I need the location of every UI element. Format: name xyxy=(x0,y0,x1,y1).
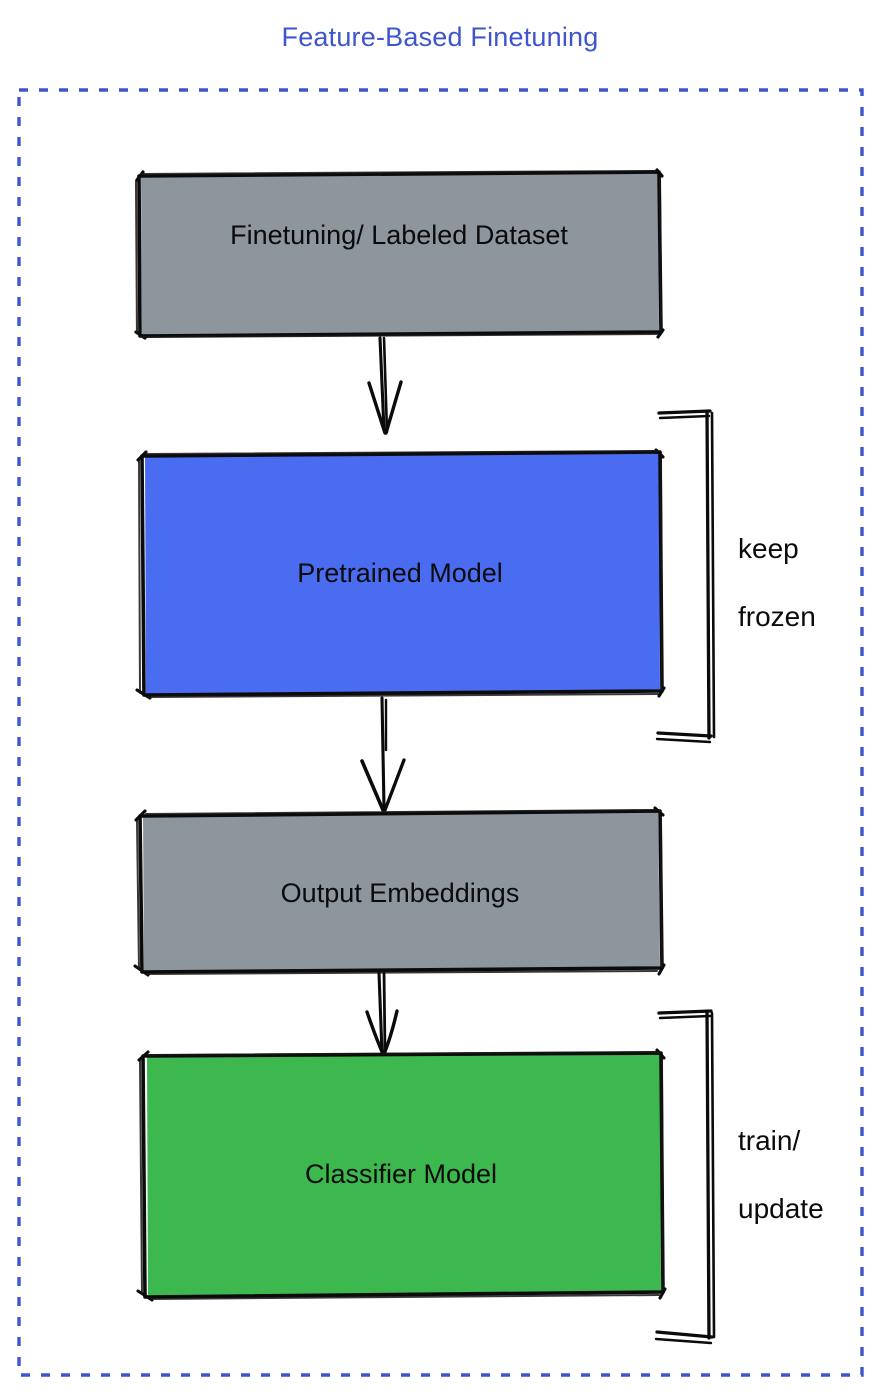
node-dataset-fill xyxy=(141,173,659,335)
bracket-keep-frozen xyxy=(655,409,716,744)
arrow-embeddings-to-classifier xyxy=(365,970,399,1056)
node-label-pretrained-model: Pretrained Model xyxy=(297,558,503,588)
node-classifier-outline-c xyxy=(139,1051,664,1300)
outer-dashed-frame xyxy=(17,88,864,1377)
annotation-train-update-line1: train/ xyxy=(738,1125,801,1156)
arrow-dataset-to-pretrained xyxy=(367,336,403,435)
node-classifier-fill xyxy=(147,1054,661,1296)
node-label-dataset: Finetuning/ Labeled Dataset xyxy=(230,220,568,250)
node-pretrained-fill xyxy=(145,453,660,694)
annotation-train-update: train/ update xyxy=(738,1090,824,1260)
page-title: Feature-Based Finetuning xyxy=(281,22,599,52)
node-classifier-outline-b xyxy=(136,1048,667,1302)
node-dataset-outline-b xyxy=(134,168,665,340)
arrow-pretrained-to-embeddings xyxy=(360,696,406,812)
node-classifier-model[interactable] xyxy=(136,1048,667,1302)
node-label-output-embeddings: Output Embeddings xyxy=(280,878,520,908)
node-pretrained-outline-b xyxy=(135,448,666,700)
node-embeddings-outline-c xyxy=(136,809,663,975)
node-label-classifier-model: Classifier Model xyxy=(304,1159,498,1189)
node-output-embeddings[interactable] xyxy=(133,806,666,977)
annotation-train-update-line2: update xyxy=(738,1193,824,1224)
node-embeddings-fill xyxy=(143,812,660,971)
node-embeddings-outline-b xyxy=(133,806,666,977)
node-dataset-outline-c xyxy=(134,169,663,339)
node-dataset[interactable] xyxy=(134,168,665,340)
annotation-keep-frozen: keep frozen xyxy=(738,498,816,668)
node-pretrained-outline-c xyxy=(138,450,663,698)
node-pretrained-model[interactable] xyxy=(135,448,666,700)
annotation-keep-frozen-line2: frozen xyxy=(738,601,816,632)
bracket-train-update xyxy=(654,1009,716,1345)
annotation-keep-frozen-line1: keep xyxy=(738,533,799,564)
